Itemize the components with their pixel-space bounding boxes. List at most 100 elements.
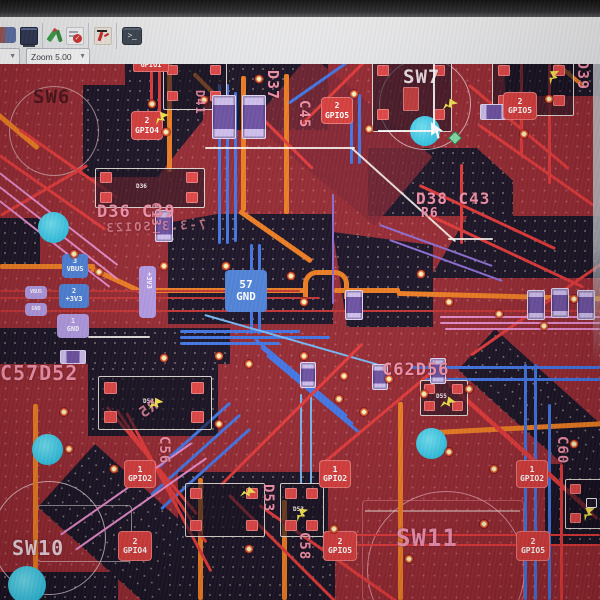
trace — [445, 328, 600, 330]
trace — [410, 366, 600, 369]
smd-component[interactable] — [345, 290, 363, 320]
smd-component[interactable] — [155, 210, 173, 242]
via — [385, 375, 393, 383]
via — [60, 408, 68, 416]
via — [445, 298, 453, 306]
plotter-icon[interactable] — [94, 27, 112, 45]
label-d36c39: D36 C39 — [97, 202, 176, 222]
display-icon[interactable] — [20, 27, 38, 45]
pad-gpio1[interactable]: GPIO1 — [133, 64, 169, 72]
smd-component[interactable] — [60, 350, 86, 364]
drill-hole — [32, 434, 63, 465]
via — [110, 465, 118, 473]
trace — [0, 264, 95, 269]
via — [65, 445, 73, 453]
smd-component[interactable] — [212, 95, 236, 139]
via — [570, 295, 578, 303]
label-c58: C58 — [296, 532, 312, 561]
label-d53: D53 — [260, 484, 276, 513]
edit-pencil-icon[interactable] — [46, 27, 64, 43]
silk-line — [205, 147, 355, 149]
via — [148, 100, 156, 108]
via — [70, 250, 78, 258]
plane-region — [0, 328, 230, 364]
clipped-left-icons[interactable] — [0, 27, 16, 43]
trace — [350, 94, 353, 164]
crosshair-v — [433, 64, 435, 130]
part-mark: D52 — [143, 398, 154, 405]
label-d38c43: D38 C43 — [416, 189, 491, 208]
monitor-bezel — [0, 0, 600, 17]
via — [300, 298, 308, 306]
via — [335, 395, 343, 403]
trace — [358, 94, 361, 164]
label-c56: C56 — [156, 436, 172, 465]
trace — [33, 404, 38, 600]
trace — [241, 76, 246, 211]
component-footprint[interactable] — [565, 479, 600, 529]
via — [420, 390, 428, 398]
pad-gnd-small[interactable]: GND — [25, 303, 47, 316]
label-c60: C60 — [554, 436, 570, 465]
drill-hole — [38, 212, 69, 243]
component-footprint[interactable] — [163, 64, 227, 110]
smd-component[interactable] — [300, 362, 316, 388]
toolbar: ✓ >_ ▼ Zoom 5.00 ▼ — [0, 17, 600, 65]
trace — [310, 394, 312, 484]
trace — [340, 534, 600, 536]
label-c62d56: C62D56 — [382, 360, 450, 380]
smd-component[interactable] — [242, 95, 266, 139]
via — [570, 440, 578, 448]
via — [162, 128, 170, 136]
component-footprint-d55[interactable]: D55 — [420, 380, 468, 416]
label-sw6: SW6 — [33, 86, 71, 108]
sw10-outline[interactable] — [0, 481, 106, 595]
zoom-select[interactable]: Zoom 5.00 ▼ — [26, 48, 90, 65]
pad-3v3-side[interactable]: +3V3 — [139, 266, 156, 318]
pcb-canvas[interactable]: D36 D52 D53 D55 — [0, 64, 600, 600]
via — [545, 95, 553, 103]
label-d37: D37 — [264, 70, 282, 101]
sw6-outline[interactable] — [9, 86, 99, 176]
label-sw10: SW10 — [12, 536, 65, 560]
via — [480, 520, 488, 528]
scripting-console-icon[interactable]: >_ — [122, 27, 142, 45]
via — [365, 125, 373, 133]
label-sw7: SW7 — [403, 66, 441, 88]
smd-component[interactable] — [527, 290, 545, 320]
smd-component[interactable] — [551, 288, 569, 318]
trace — [180, 336, 330, 339]
via — [417, 270, 425, 278]
trace — [548, 64, 551, 184]
layer-select[interactable]: ▼ — [0, 48, 20, 65]
pad-3v3[interactable]: 2+3V3 — [59, 284, 89, 308]
trace — [180, 342, 280, 345]
silk-line — [365, 510, 520, 512]
drill-hole — [8, 566, 46, 600]
trace — [560, 464, 563, 600]
trace — [548, 404, 551, 600]
via — [490, 465, 498, 473]
trace — [332, 194, 334, 304]
trace — [300, 394, 302, 484]
part-mark: D55 — [436, 393, 447, 400]
pad-vbus-small[interactable]: VBUS — [25, 286, 47, 299]
smd-component[interactable] — [430, 358, 446, 384]
rule-check-icon[interactable]: ✓ — [66, 27, 84, 45]
trace — [440, 316, 600, 318]
trace — [218, 84, 221, 244]
component-footprint-d36[interactable]: D36 — [95, 168, 205, 208]
zoom-select-value: Zoom 5.00 — [31, 51, 72, 62]
